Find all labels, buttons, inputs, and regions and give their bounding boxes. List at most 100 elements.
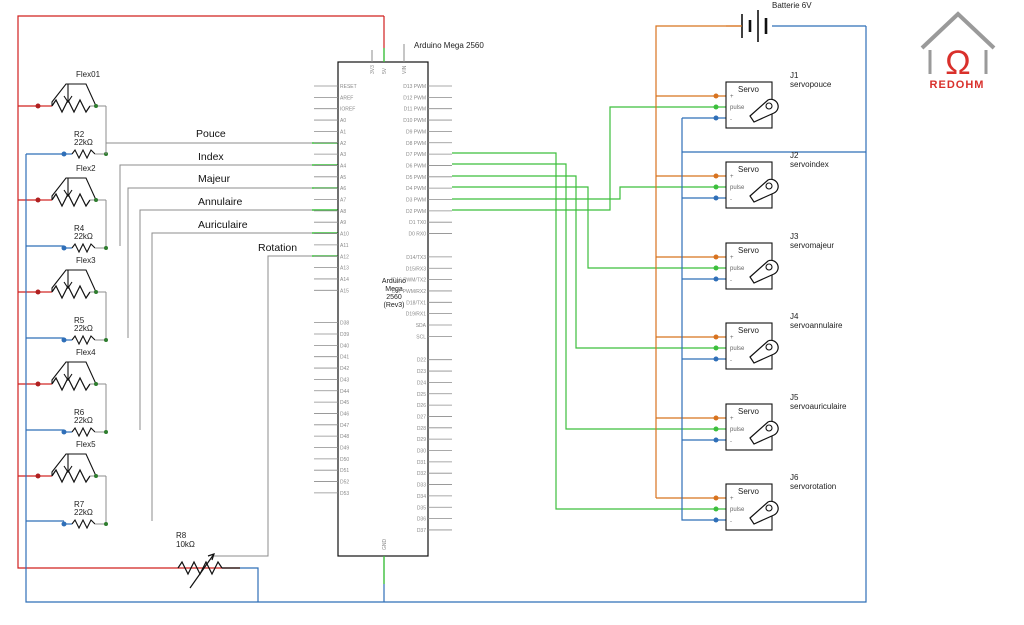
- pin-d44: D44: [340, 389, 349, 395]
- pin-d6-pwm: D6 PWM: [406, 163, 426, 169]
- pin-d0-rx0: D0 RX0: [408, 232, 426, 238]
- pin-d42: D42: [340, 366, 349, 372]
- pin-d1-tx0: D1 TX0: [409, 220, 426, 226]
- pin-d31: D31: [417, 460, 426, 466]
- pin-a9: A9: [340, 220, 346, 226]
- wire-label-pouce: Pouce: [196, 128, 226, 140]
- servo-horn-icon: [749, 259, 779, 284]
- pin-d50: D50: [340, 457, 349, 463]
- pin-d47: D47: [340, 423, 349, 429]
- servo-title: Servo: [738, 487, 759, 496]
- flex-out-node: [94, 198, 98, 202]
- wire-label-majeur: Majeur: [198, 173, 231, 185]
- servo-pin-pulse: pulse: [730, 105, 745, 111]
- pin-d26: D26: [417, 403, 426, 409]
- flex-vcc-node: [35, 197, 41, 203]
- resistor-name: R2: [74, 130, 85, 139]
- pin-d19-rx1: D19/RX1: [406, 312, 427, 318]
- servo-minus-node: [713, 356, 719, 362]
- flex-sensor-group: Flex01R222kΩFlex2R422kΩFlex3R522kΩFlex4R…: [35, 70, 108, 530]
- pin-d53: D53: [340, 491, 349, 497]
- pin-d29: D29: [417, 437, 426, 443]
- battery-label: Batterie 6V: [772, 1, 812, 10]
- pin-d2-pwm: D2 PWM: [406, 209, 426, 215]
- pin-a1: A1: [340, 129, 346, 135]
- servo-ref: J6: [790, 473, 799, 482]
- servo-pin-plus: +: [730, 174, 734, 180]
- servo-pin-minus: -: [730, 439, 732, 445]
- analog-wires: [105, 142, 338, 557]
- pin-a0: A0: [340, 118, 346, 124]
- servo-minus-node: [713, 517, 719, 523]
- servo-name: servopouce: [790, 80, 832, 89]
- servo-pin-plus: +: [730, 335, 734, 341]
- logo-text: REDOHM: [930, 79, 985, 91]
- pin-d14-tx3: D14/TX3: [406, 255, 426, 261]
- servo-minus-node: [713, 276, 719, 282]
- servo-ref: J4: [790, 312, 799, 321]
- pin-d9-pwm: D9 PWM: [406, 129, 426, 135]
- pin-d37: D37: [417, 528, 426, 534]
- pin-a6: A6: [340, 186, 346, 192]
- pin-d46: D46: [340, 411, 349, 417]
- servo-pulse-node: [713, 345, 719, 351]
- pin-d49: D49: [340, 446, 349, 452]
- flex-name: Flex5: [76, 440, 96, 449]
- flex-vcc-node: [35, 473, 41, 479]
- flex-vcc-node: [35, 103, 41, 109]
- servo-pin-minus: -: [730, 197, 732, 203]
- pin-a7: A7: [340, 198, 346, 204]
- pin-d35: D35: [417, 505, 426, 511]
- servo-name: servomajeur: [790, 241, 834, 250]
- pin-a2: A2: [340, 141, 346, 147]
- pin-a5: A5: [340, 175, 346, 181]
- servo-pin-pulse: pulse: [730, 346, 745, 352]
- resistor-value: 22kΩ: [74, 508, 93, 517]
- pin-a8: A8: [340, 209, 346, 215]
- resistor-name: R6: [74, 408, 85, 417]
- servo-pin-minus: -: [730, 358, 732, 364]
- pin-d13-pwm: D13 PWM: [403, 84, 426, 90]
- wire-label-auriculaire: Auriculaire: [198, 219, 248, 231]
- pin-a15: A15: [340, 288, 349, 294]
- servo-pin-plus: +: [730, 496, 734, 502]
- pin-d45: D45: [340, 400, 349, 406]
- arduino-title: Arduino Mega 2560: [414, 41, 484, 50]
- servo-pin-pulse: pulse: [730, 507, 745, 513]
- pin-d36: D36: [417, 517, 426, 523]
- resistor-out-node: [104, 522, 108, 526]
- servo-name: servoannulaire: [790, 321, 843, 330]
- pin-d8-pwm: D8 PWM: [406, 141, 426, 147]
- pin-a11: A11: [340, 243, 349, 249]
- pin-d51: D51: [340, 468, 349, 474]
- servo-signal-wires: [452, 106, 726, 510]
- resistor-name: R7: [74, 500, 85, 509]
- pin-sda: SDA: [416, 323, 427, 329]
- pin-d30: D30: [417, 449, 426, 455]
- pin-d17-pwm-rx2: D17 PWM/RX2: [392, 289, 426, 295]
- rotation-pot-name: R8: [176, 531, 187, 540]
- pin-d22: D22: [417, 358, 426, 364]
- pin-d10-pwm: D10 PWM: [403, 118, 426, 124]
- pin-scl: SCL: [416, 334, 426, 340]
- servo-ground-wires: [681, 25, 866, 521]
- pin-a10: A10: [340, 232, 349, 238]
- arduino-label-line4: (Rev3): [383, 302, 404, 309]
- servo-name: servoindex: [790, 160, 829, 169]
- pin-d39: D39: [340, 332, 349, 338]
- servo-pin-pulse: pulse: [730, 427, 745, 433]
- servo-title: Servo: [738, 85, 759, 94]
- servo-pin-pulse: pulse: [730, 185, 745, 191]
- pin-d40: D40: [340, 343, 349, 349]
- redohm-logo: Ω REDOHM: [920, 11, 996, 91]
- servo-horn-icon: [749, 500, 779, 525]
- servo-plus-node: [713, 254, 719, 260]
- pin-d4-pwm: D4 PWM: [406, 186, 426, 192]
- flex-out-node: [94, 382, 98, 386]
- resistor-name: R4: [74, 224, 85, 233]
